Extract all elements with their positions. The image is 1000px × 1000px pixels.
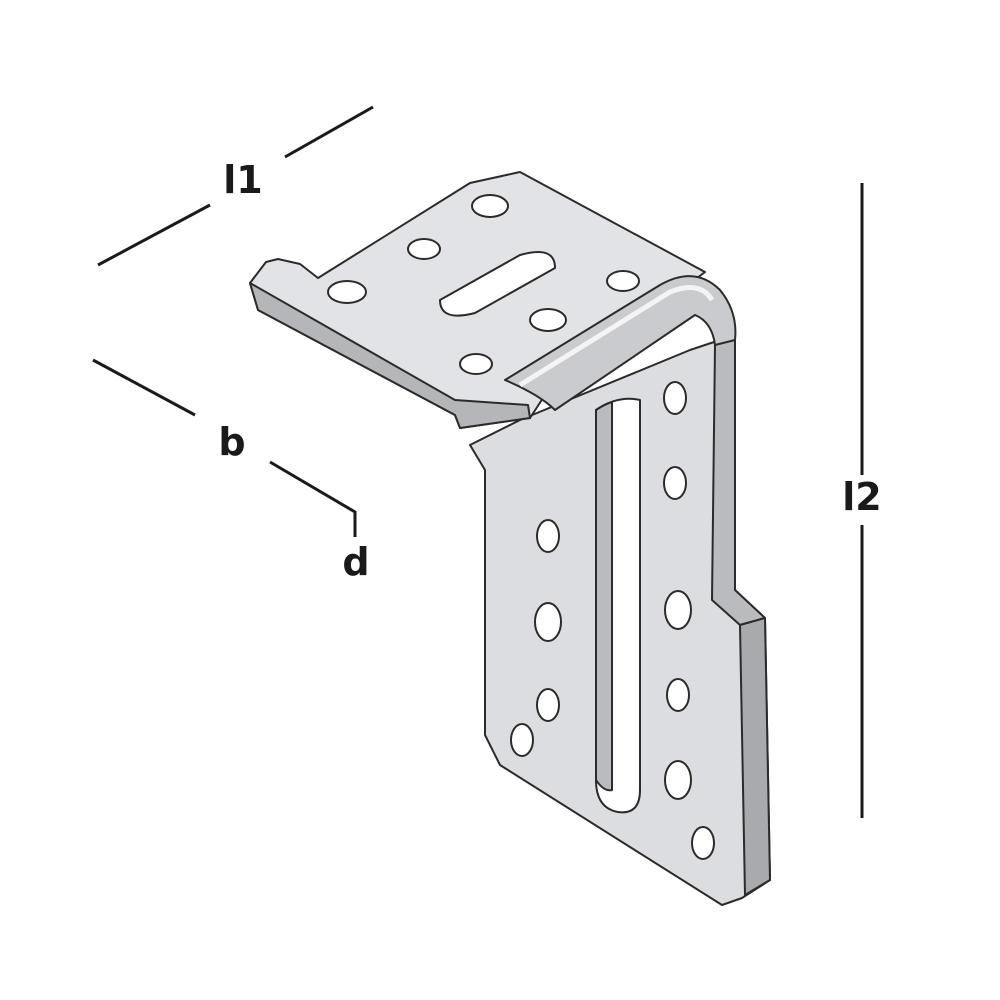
bend — [504, 275, 737, 411]
vertical-holes — [510, 381, 715, 860]
vertical-flange — [469, 334, 771, 906]
dimension-line-l1-left — [97, 203, 211, 267]
label-l2: l2 — [842, 475, 882, 519]
top-holes — [327, 194, 640, 375]
dimension-line-b-right — [269, 460, 357, 537]
horizontal-flange — [249, 171, 706, 429]
label-d: d — [342, 540, 370, 584]
label-b: b — [218, 420, 246, 464]
label-l1: l1 — [223, 158, 263, 202]
dimension-line-l1-right — [284, 105, 374, 159]
dimension-lines — [92, 105, 864, 818]
dimension-line-b-left — [92, 358, 196, 417]
